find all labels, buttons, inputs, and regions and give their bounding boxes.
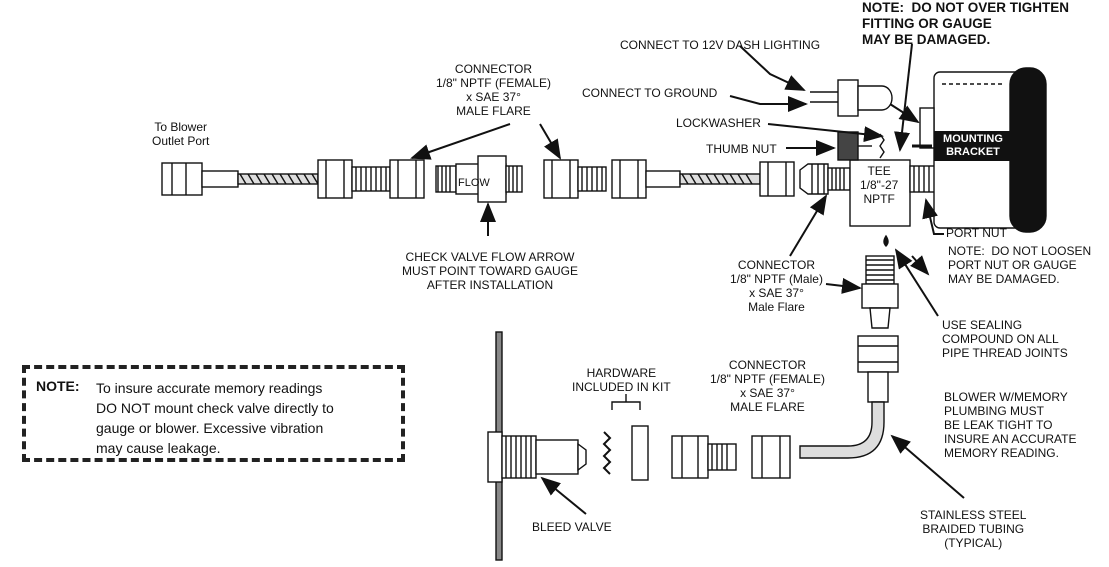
- label-hardware: HARDWARE INCLUDED IN KIT: [572, 366, 671, 394]
- label-stainless: STAINLESS STEEL BRAIDED TUBING (TYPICAL): [920, 508, 1027, 550]
- arrow-port-nut: [922, 198, 944, 235]
- braided-tube-2: [679, 161, 795, 197]
- tee-fitting: [849, 159, 937, 227]
- arrow-gauge-bulb: [889, 103, 920, 124]
- label-flow: FLOW: [458, 177, 490, 189]
- arrow-connector-male-2: [825, 277, 862, 294]
- label-lockwasher: LOCKWASHER: [676, 116, 761, 130]
- label-check-valve: CHECK VALVE FLOW ARROW MUST POINT TOWARD…: [402, 250, 579, 292]
- arrow-connector-male: [789, 194, 828, 257]
- note-do-not-overtighten: NOTE: DO NOT OVER TIGHTEN FITTING OR GAU…: [862, 0, 1070, 47]
- male-flare-connector: [799, 163, 851, 195]
- note-do-not-loosen: NOTE: DO NOT LOOSEN PORT NUT OR GAUGE MA…: [948, 244, 1092, 286]
- braided-bend: [799, 401, 885, 459]
- label-connector-male: CONNECTOR 1/8" NPTF (Male) x SAE 37° Mal…: [730, 258, 823, 314]
- memory-note-box: NOTE: To insure accurate memory readings…: [22, 365, 405, 462]
- arrow-sealing: [894, 248, 939, 317]
- tube-nut-2: [611, 159, 681, 199]
- arrow-note-tighten: [894, 43, 913, 152]
- label-connector-top: CONNECTOR 1/8" NPTF (FEMALE) x SAE 37° M…: [436, 62, 551, 118]
- bleed-valve: [487, 431, 587, 483]
- label-to-blower: To Blower Outlet Port: [152, 120, 210, 148]
- arrow-lockwasher: [767, 123, 884, 143]
- label-thumb-nut: THUMB NUT: [706, 142, 777, 156]
- label-dash-lighting: CONNECT TO 12V DASH LIGHTING: [620, 38, 821, 52]
- arrow-bleed-valve: [540, 476, 587, 515]
- note-text: To insure accurate memory readings DO NO…: [96, 380, 334, 456]
- label-connector-bottom: CONNECTOR 1/8" NPTF (FEMALE) x SAE 37° M…: [710, 358, 825, 414]
- sealant-drop: [883, 234, 889, 247]
- label-bleed-valve: BLEED VALVE: [532, 520, 612, 534]
- arrow-connector-top: [410, 123, 511, 160]
- vertical-male-connector: [857, 255, 899, 403]
- label-mounting-bracket: MOUNTING BRACKET: [934, 131, 1012, 161]
- arrow-stainless: [890, 434, 965, 499]
- hardware-kit: [602, 394, 649, 481]
- thumb-nut: [837, 131, 932, 161]
- note-tag: NOTE:: [36, 378, 80, 394]
- arrow-dash-lighting: [739, 45, 806, 91]
- label-ground: CONNECT TO GROUND: [582, 86, 718, 100]
- label-blower-memory: BLOWER W/MEMORY PLUMBING MUST BE LEAK TI…: [944, 390, 1077, 460]
- bottom-tube-nut: [751, 435, 791, 479]
- braided-tube-1: [237, 173, 319, 185]
- check-valve: [435, 155, 523, 203]
- blower-fitting: [161, 162, 239, 196]
- female-connector-2: [543, 159, 607, 199]
- bottom-female-connector: [671, 435, 737, 479]
- label-port-nut: PORT NUT: [946, 226, 1007, 240]
- label-tee: TEE 1/8"-27 NPTF: [860, 164, 899, 206]
- threads-1: [351, 166, 391, 192]
- label-sealing: USE SEALING COMPOUND ON ALL PIPE THREAD …: [942, 318, 1068, 360]
- arrow-ground: [729, 95, 808, 112]
- arrow-connector-top-2: [539, 123, 562, 160]
- tube-nut-1: [317, 159, 353, 199]
- lamp-socket: [810, 79, 893, 117]
- female-connector-top: [389, 159, 425, 199]
- arrow-tighten-note-2: [910, 255, 930, 276]
